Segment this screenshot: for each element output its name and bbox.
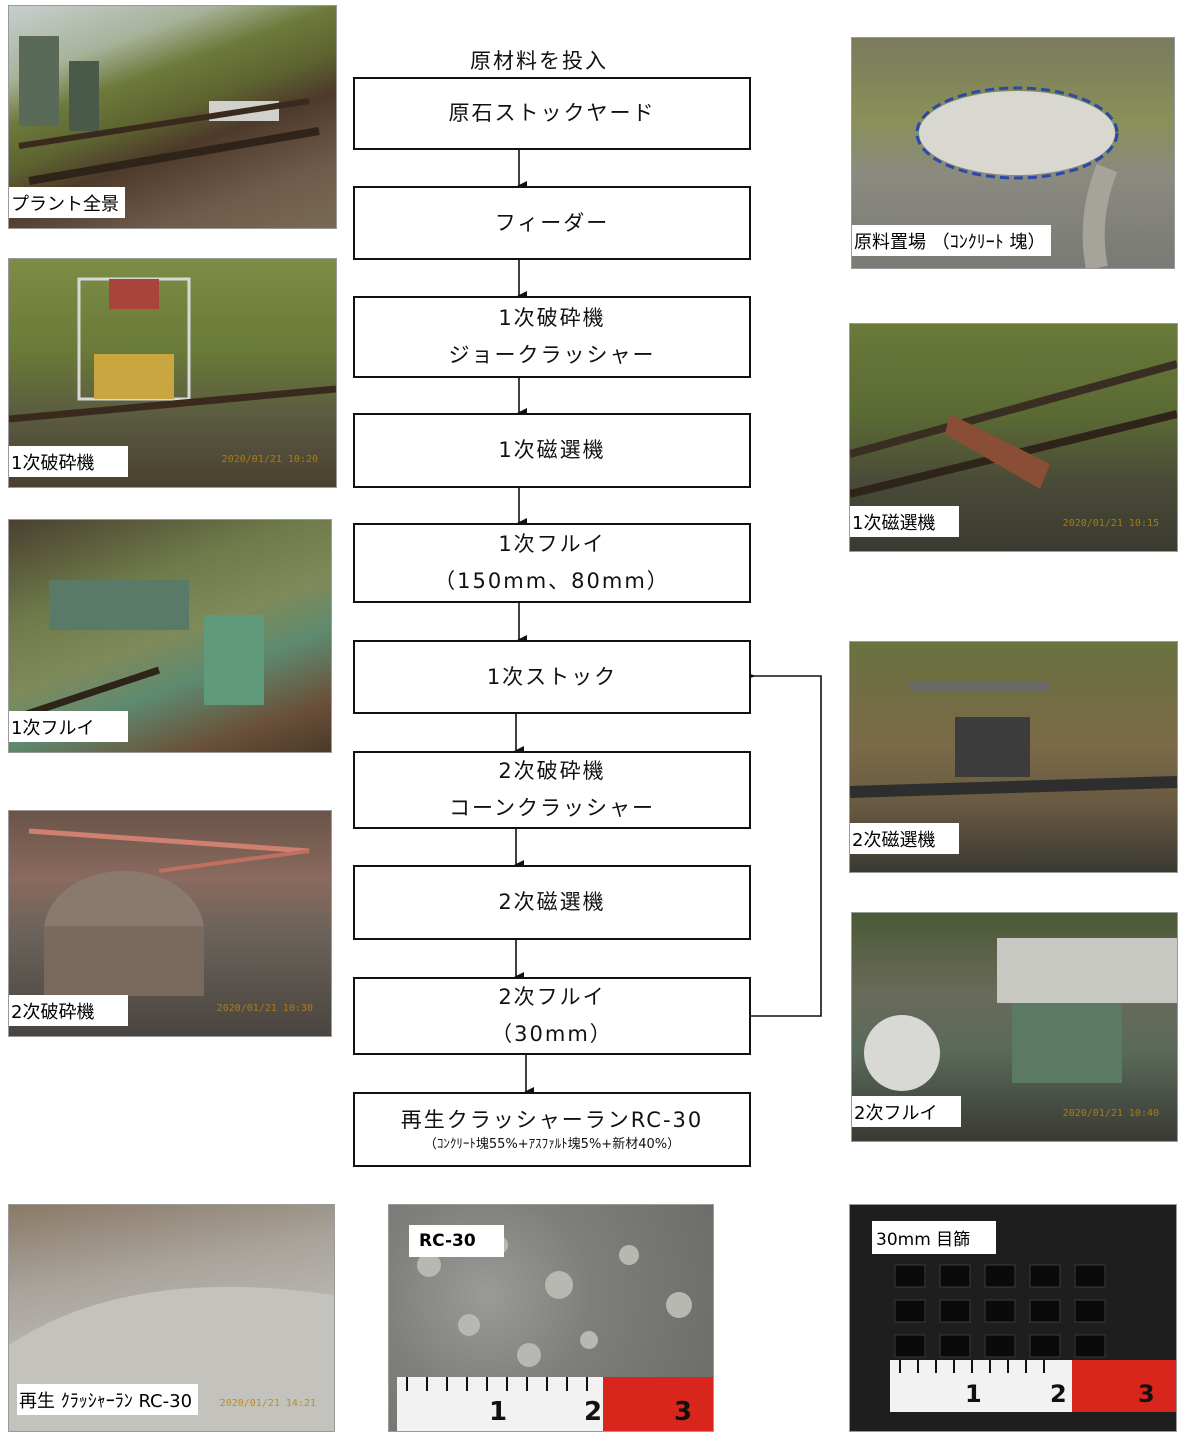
photo-caption: 2次破砕機 [9, 995, 129, 1026]
step-label: 原石ストックヤード [448, 101, 656, 126]
primary-magnet-photo: 1次磁選機 2020/01/21 10:15 [849, 323, 1178, 552]
photo-caption: 1次磁選機 [850, 506, 960, 537]
svg-text:3: 3 [1138, 1380, 1155, 1408]
svg-text:1: 1 [965, 1380, 982, 1408]
date-stamp: 2020/01/21 14:21 [219, 1398, 316, 1409]
step-primary-screen: 1次フルイ （150mm、80mm） [353, 523, 751, 603]
step-label: 2次磁選機 [498, 890, 606, 915]
svg-text:3: 3 [674, 1397, 692, 1427]
photo-caption: 原料置場 （ｺﾝｸﾘｰﾄ 塊） [852, 225, 1052, 256]
primary-crusher-photo: 1次破砕機 2020/01/21 10:20 [8, 258, 337, 488]
plant-overview-photo: プラント全景 [8, 5, 337, 229]
step-primary-crusher: 1次破砕機 ジョークラッシャー [353, 296, 751, 378]
svg-text:1: 1 [489, 1397, 507, 1427]
date-stamp: 2020/01/21 10:20 [221, 454, 318, 465]
step-label: 1次フルイ [498, 532, 606, 557]
svg-text:2: 2 [1050, 1380, 1067, 1408]
step-label: 2次破砕機 [498, 759, 606, 784]
step-secondary-screen: 2次フルイ （30mm） [353, 977, 751, 1055]
photo-caption: RC-30 [409, 1225, 504, 1257]
step-label: 1次破砕機 [498, 306, 606, 331]
step-primary-magnet: 1次磁選機 [353, 413, 751, 488]
screen-structure-sketch [9, 580, 264, 724]
step-label: 再生クラッシャーランRC-30 [400, 1107, 704, 1132]
photo-caption: 1次破砕機 [9, 446, 129, 477]
step-primary-stock: 1次ストック [353, 640, 751, 714]
raw-material-yard-photo: 原料置場 （ｺﾝｸﾘｰﾄ 塊） [851, 37, 1175, 269]
step-raw-stockyard: 原石ストックヤード [353, 77, 751, 150]
photo-caption: 2次磁選機 [850, 823, 960, 854]
photo-caption: 2次フルイ [852, 1096, 962, 1127]
screen-house-sketch [864, 938, 1177, 1091]
photo-caption: 30mm 目篩 [872, 1221, 997, 1254]
mesh-scale-sketch: 1 2 3 [890, 1264, 1176, 1412]
svg-text:2: 2 [584, 1397, 602, 1427]
rc30-closeup-photo: 1 2 3 RC-30 [388, 1204, 714, 1432]
mesh-30mm-photo: 1 2 3 30mm 目篩 [849, 1204, 1177, 1432]
step-label: フィーダー [494, 210, 610, 235]
photo-caption: プラント全景 [9, 187, 125, 218]
photo-caption: 1次フルイ [9, 711, 129, 742]
secondary-magnet-sketch [850, 682, 1177, 798]
step-sublabel: （30mm） [491, 1022, 613, 1046]
aggregate-scale-sketch: 1 2 3 [397, 1236, 713, 1431]
step-feeder: フィーダー [353, 186, 751, 260]
start-label: 原材料を投入 [470, 49, 608, 73]
magnet-conveyor-sketch [850, 360, 1177, 498]
primary-screen-photo: 1次フルイ [8, 519, 332, 753]
step-label: 2次フルイ [498, 985, 606, 1010]
step-secondary-crusher: 2次破砕機 コーンクラッシャー [353, 751, 751, 829]
step-sublabel: コーンクラッシャー [449, 796, 655, 820]
secondary-magnet-photo: 2次磁選機 [849, 641, 1178, 873]
step-sublabel: （ｺﾝｸﾘｰﾄ塊55%+ｱｽﾌｧﾙﾄ塊5%+新材40%） [423, 1137, 681, 1153]
plant-structure-sketch [18, 36, 320, 185]
step-sublabel: （150mm、80mm） [434, 569, 670, 593]
date-stamp: 2020/01/21 10:30 [216, 1003, 313, 1014]
step-label: 1次磁選機 [498, 438, 606, 463]
crusher-structure-sketch [9, 277, 336, 423]
secondary-crusher-photo: 2次破砕機 2020/01/21 10:30 [8, 810, 332, 1037]
step-final-product: 再生クラッシャーランRC-30 （ｺﾝｸﾘｰﾄ塊55%+ｱｽﾌｧﾙﾄ塊5%+新材… [353, 1092, 751, 1167]
secondary-screen-photo: 2次フルイ 2020/01/21 10:40 [851, 912, 1178, 1142]
return-loop-line [742, 671, 822, 1017]
yard-sketch [915, 86, 1119, 268]
date-stamp: 2020/01/21 10:40 [1062, 1108, 1159, 1119]
step-sublabel: ジョークラッシャー [448, 343, 656, 367]
photo-caption: 再生 ｸﾗｯｼｬｰﾗﾝ RC-30 [17, 1384, 199, 1415]
cone-crusher-sketch [28, 828, 310, 996]
step-secondary-magnet: 2次磁選機 [353, 865, 751, 940]
step-label: 1次ストック [486, 664, 618, 689]
date-stamp: 2020/01/21 10:15 [1062, 518, 1159, 529]
recycled-product-photo: 再生 ｸﾗｯｼｬｰﾗﾝ RC-30 2020/01/21 14:21 [8, 1204, 335, 1432]
